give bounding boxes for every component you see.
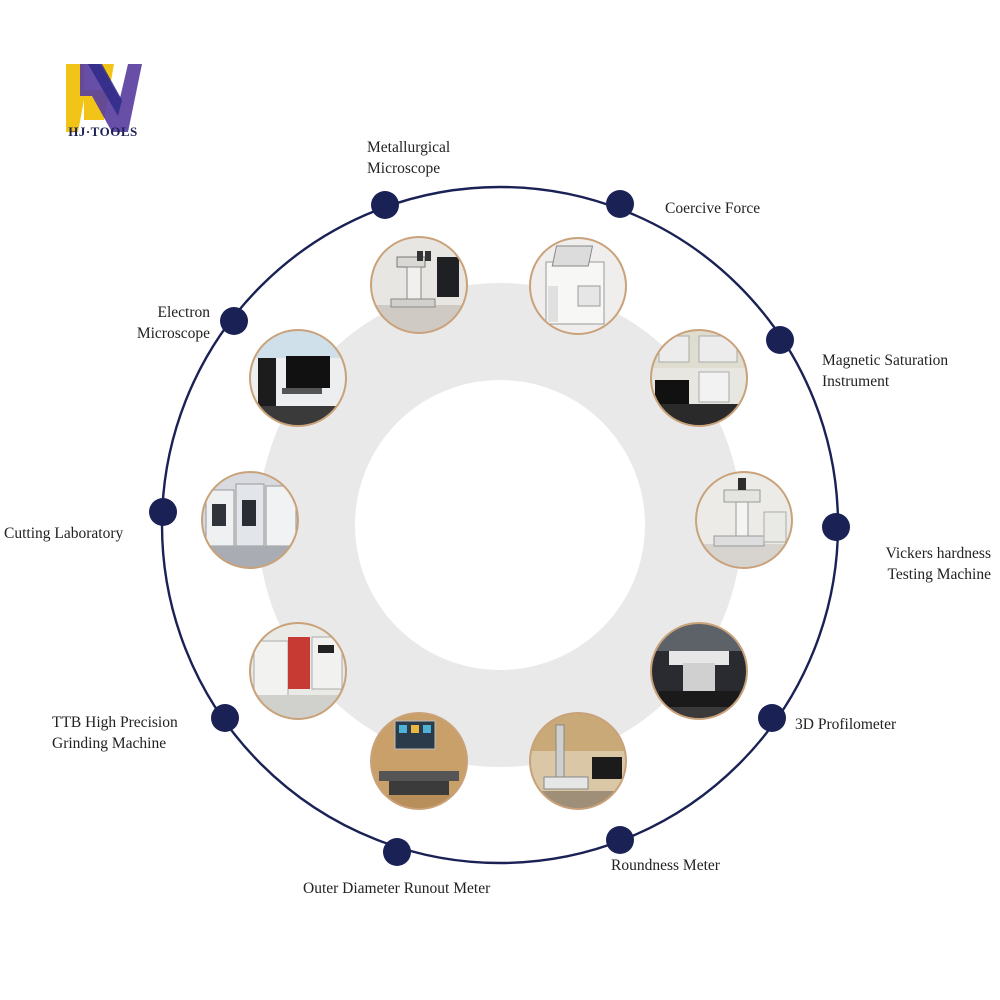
label-line: Roundness Meter <box>611 857 720 874</box>
label-line: Testing Machine <box>887 566 991 583</box>
node-cutting-laboratory <box>149 498 177 526</box>
label-line: Electron <box>157 304 210 321</box>
label-line: Coercive Force <box>665 200 761 217</box>
label-line: Microscope <box>136 325 210 342</box>
label-line: Outer Diameter Runout Meter <box>303 880 491 897</box>
node-3d-profilometer <box>758 704 786 732</box>
logo-text: HJ·TOOLS <box>68 124 138 139</box>
node-coercive-force <box>606 190 634 218</box>
lab-bench-photo <box>650 329 748 427</box>
node-outer-diameter-runout-meter <box>383 838 411 866</box>
photo-group <box>201 236 793 810</box>
hardness-tester-photo <box>695 471 793 569</box>
node-roundness-meter <box>606 826 634 854</box>
label-outer-diameter-runout-meter: Outer Diameter Runout Meter <box>303 878 518 899</box>
label-line: Cutting Laboratory <box>4 525 124 542</box>
label-line: Grinding Machine <box>52 735 167 752</box>
microscope-photo <box>370 236 468 334</box>
node-electron-microscope <box>220 307 248 335</box>
label-roundness-meter: Roundness Meter <box>611 855 761 876</box>
company-logo <box>58 60 148 142</box>
label-line: TTB High Precision <box>52 714 178 731</box>
cnc-machines-photo <box>201 471 299 569</box>
electron-microscope-photo <box>249 329 347 427</box>
inner-hole <box>355 380 645 670</box>
node-vickers-hardness-testing-machine <box>822 513 850 541</box>
profilometer-photo <box>650 622 748 720</box>
logo-mark-icon <box>66 64 142 132</box>
label-line: Metallurgical <box>367 139 451 156</box>
label-cutting-laboratory: Cutting Laboratory <box>4 523 144 544</box>
label-line: Microscope <box>367 160 441 177</box>
node-ttb-high-precision-grinding-machine <box>211 704 239 732</box>
label-line: Vickers hardness <box>885 545 991 562</box>
label-3d-profilometer: 3D Profilometer <box>795 714 915 735</box>
label-line: 3D Profilometer <box>795 716 897 733</box>
node-metallurgical-microscope <box>371 191 399 219</box>
node-magnetic-saturation-instrument <box>766 326 794 354</box>
label-line: Instrument <box>822 373 890 390</box>
grinding-machine-photo <box>249 622 347 720</box>
label-coercive-force: Coercive Force <box>665 198 805 219</box>
label-line: Magnetic Saturation <box>822 352 949 369</box>
instrument-cabinet-photo <box>529 237 627 335</box>
node-group <box>149 190 850 866</box>
